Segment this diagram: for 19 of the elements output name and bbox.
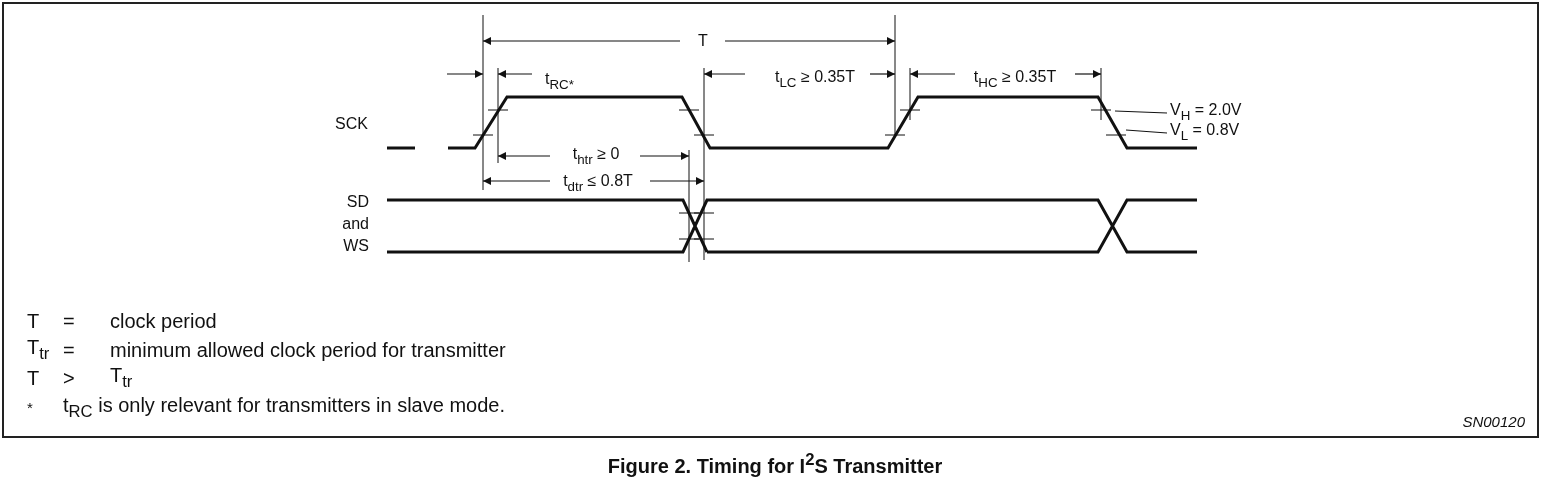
- legend-operator: >: [63, 367, 75, 389]
- legend-operator: =: [63, 339, 75, 361]
- legend-symbol: T: [27, 367, 40, 389]
- leader-line: [1125, 129, 1168, 134]
- legend-description: minimum allowed clock period for transmitter: [110, 339, 506, 361]
- leader-line: [1114, 110, 1168, 114]
- signal-name: SCK: [335, 115, 368, 133]
- footnote-text: t$_{RC}$ is only relevant for transmitters in slave mode.: [63, 393, 505, 423]
- dimension-label: t$_{RC*}$: [545, 70, 574, 94]
- legend-operator: =: [63, 310, 75, 332]
- footnote-mark: *: [27, 398, 33, 418]
- figure-caption: Figure 2. Timing for I$^{2}$S Transmitter: [607, 449, 943, 478]
- threshold-label: V$_{L}$ = 0.8V: [1170, 121, 1240, 145]
- legend-description: T$_{tr}$: [110, 363, 133, 393]
- legend-symbol: T$_{tr}$: [27, 335, 50, 365]
- signal-name: SD and WS: [341, 192, 369, 256]
- figure-code: SN00120: [1462, 413, 1525, 431]
- legend-symbol: T: [27, 310, 40, 332]
- legend-description: clock period: [110, 310, 217, 332]
